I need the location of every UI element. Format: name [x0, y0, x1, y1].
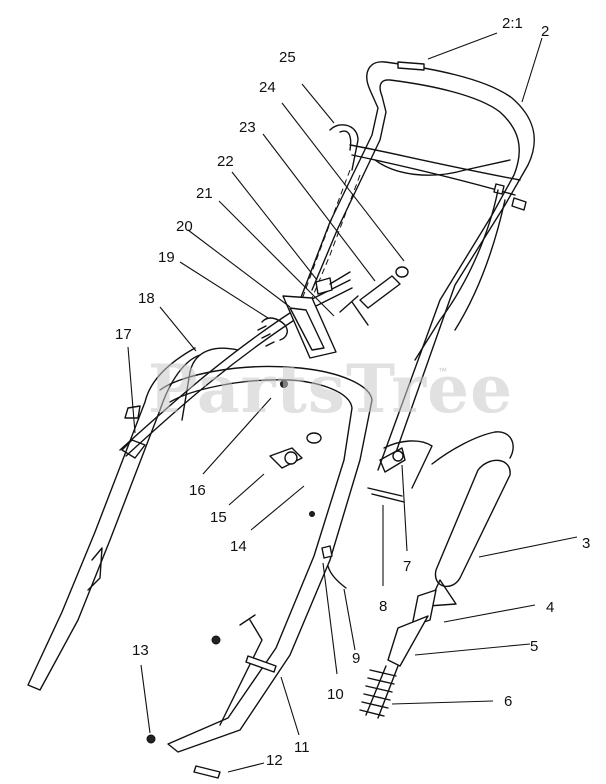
callout-24: 24 [259, 79, 276, 96]
callout-21: 21 [196, 185, 213, 202]
watermark-text: PartsTree [148, 350, 513, 428]
callout-4: 4 [546, 599, 554, 616]
callout-13: 13 [132, 642, 149, 659]
callout-12: 12 [266, 752, 283, 769]
callout-23: 23 [239, 119, 256, 136]
cable-bracket-part [119, 266, 409, 457]
callout-22: 22 [217, 153, 234, 170]
callout-14: 14 [230, 538, 247, 555]
callout-7: 7 [403, 558, 411, 575]
callout-8: 8 [379, 598, 387, 615]
lower-handle-part [159, 347, 373, 753]
callout-2-1: 2:1 [502, 15, 523, 32]
bail-cable-part [299, 124, 506, 361]
callout-5: 5 [530, 638, 538, 655]
callout-16: 16 [189, 482, 206, 499]
callout-2: 2 [541, 23, 549, 40]
watermark-trademark: ™ [438, 366, 447, 376]
watermark: PartsTree ™ [148, 350, 513, 428]
callout-6: 6 [504, 693, 512, 710]
callout-15: 15 [210, 509, 227, 526]
parts-drawing [27, 61, 535, 779]
callout-18: 18 [138, 290, 155, 307]
callout-10: 10 [327, 686, 344, 703]
callout-labels: 2:1 2 25 24 23 22 21 20 19 18 17 16 15 1… [115, 15, 590, 769]
leader-lines [127, 32, 578, 773]
callout-9: 9 [352, 650, 360, 667]
callout-25: 25 [279, 49, 296, 66]
callout-19: 19 [158, 249, 175, 266]
callout-3: 3 [582, 535, 590, 552]
callout-20: 20 [176, 218, 193, 235]
callout-17: 17 [115, 326, 132, 343]
grip-assembly-part [359, 431, 514, 719]
left-handle-part [27, 347, 201, 691]
hardware-parts [146, 380, 433, 779]
callout-11: 11 [294, 739, 310, 756]
